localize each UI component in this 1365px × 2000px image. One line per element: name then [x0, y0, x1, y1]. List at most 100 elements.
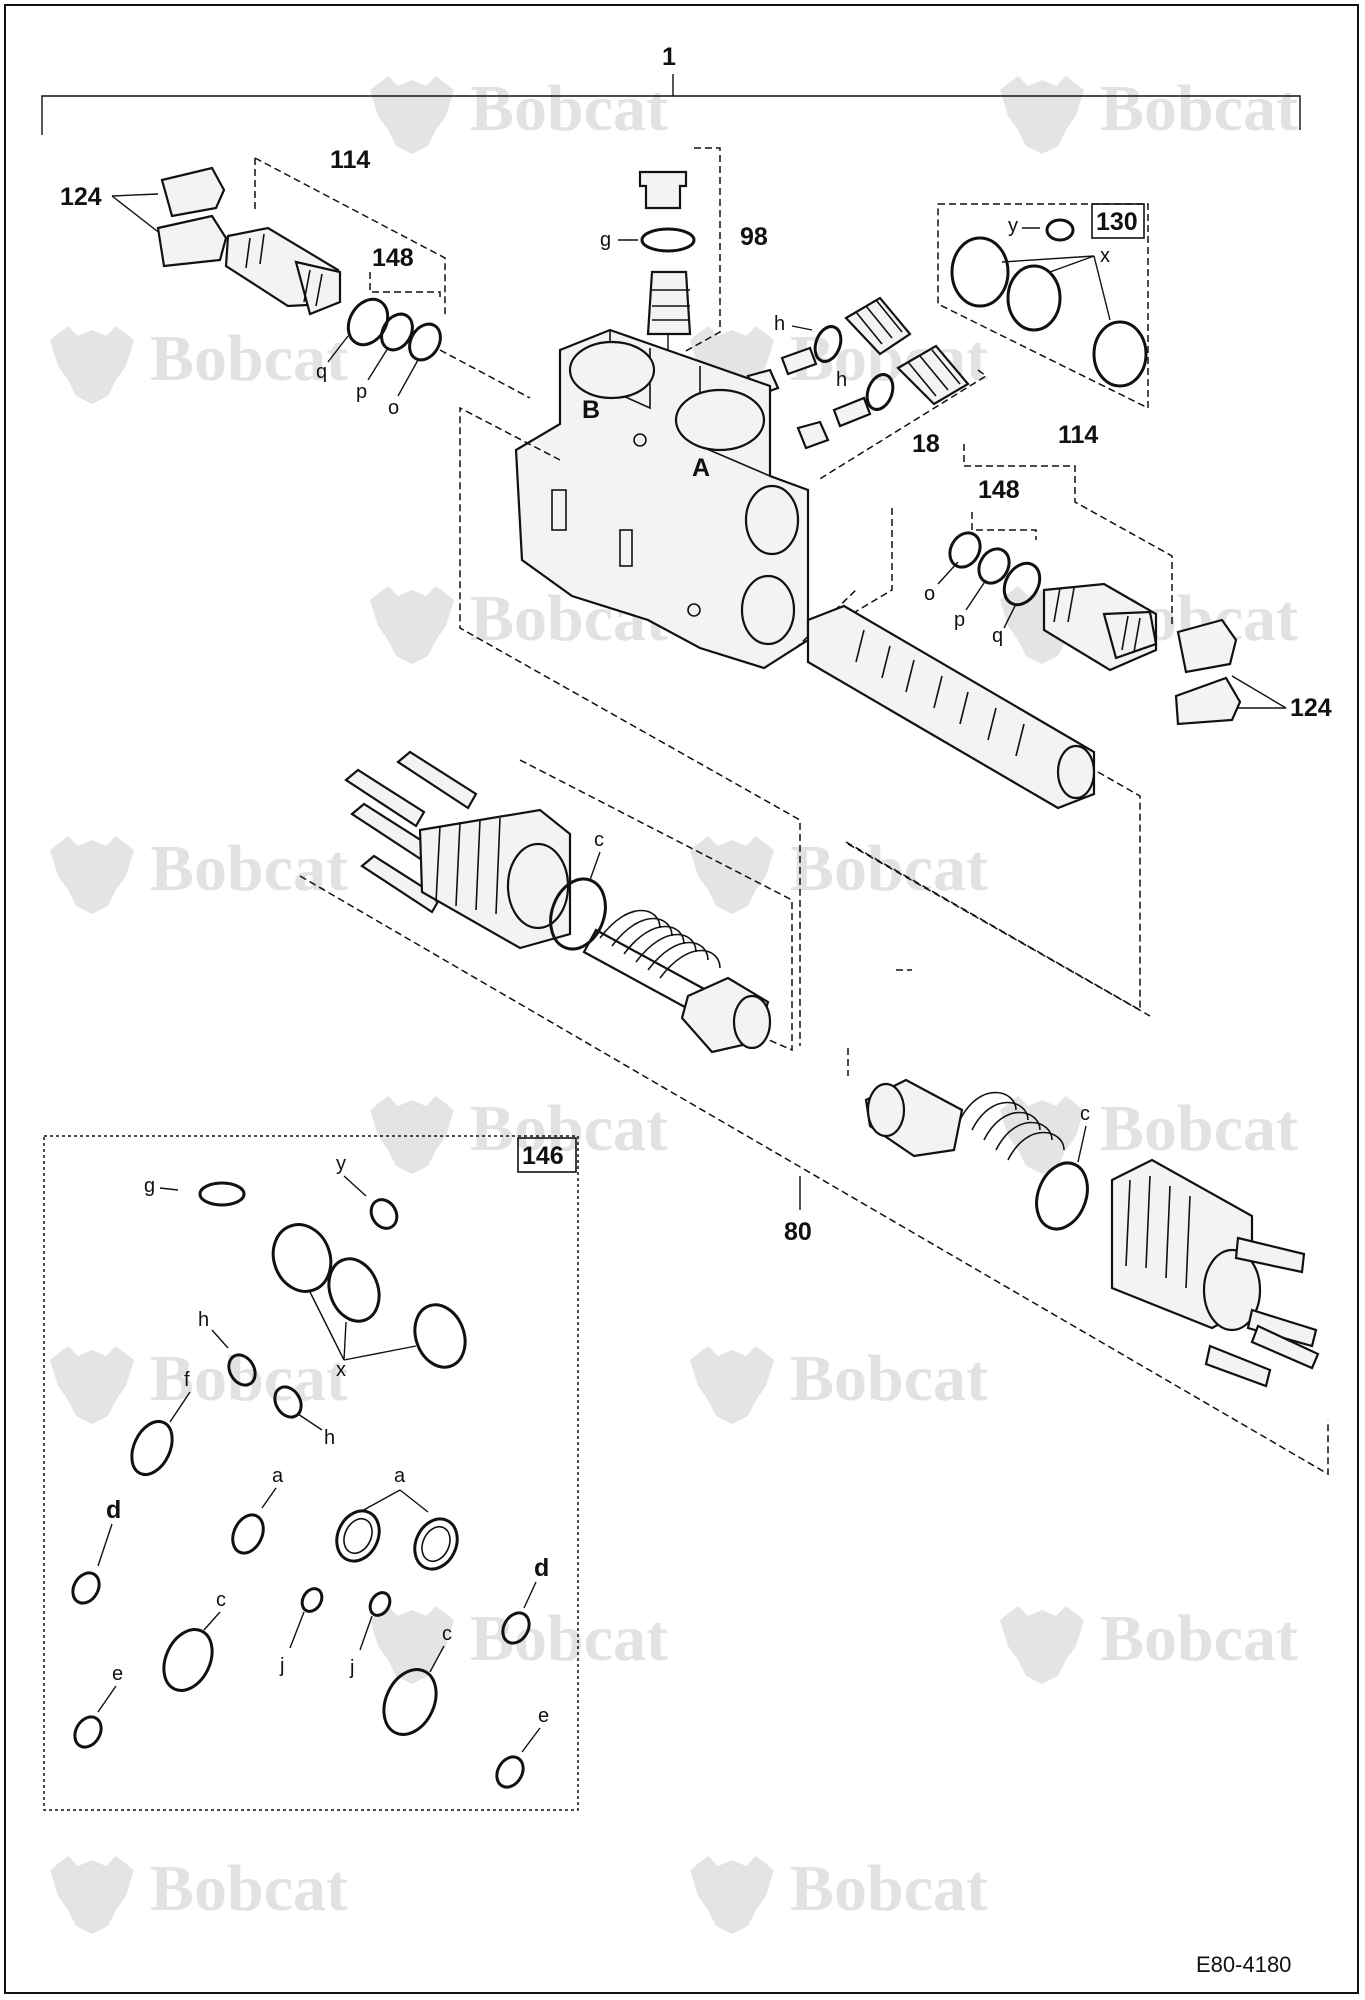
spring-cap-group-right: c: [847, 843, 1320, 1388]
kit-seal-h2: [273, 1385, 303, 1419]
label-assembly: 1: [662, 43, 676, 71]
watermark-text: Bobcat: [150, 1852, 348, 1925]
label-port-a: A: [692, 454, 710, 482]
cap-upper-bottom: [156, 214, 228, 268]
watermark-text: Bobcat: [470, 72, 668, 145]
label-ring-o-upper: o: [388, 397, 399, 419]
ring-h-1: [813, 325, 843, 363]
kit-label-x: x: [336, 1359, 346, 1381]
bobcat-logo-icon: [690, 836, 774, 914]
label-oring-c-right: c: [1080, 1103, 1090, 1125]
seal-g-upper: [640, 227, 696, 253]
kit-seal-e2: [495, 1755, 525, 1789]
label-seal-set-upper: 148: [372, 244, 414, 272]
bobcat-logo-icon: [50, 326, 134, 404]
label-oring-c-left: c: [594, 829, 604, 851]
label-relief-valve-lower: 114: [1058, 421, 1098, 449]
check-plug-1: [844, 296, 912, 356]
watermark-10: Bobcat: [1000, 1092, 1298, 1174]
relief-valve-cartridge-upper: [224, 226, 342, 316]
kit-label-d2: d: [534, 1554, 549, 1582]
ring-h-2: [865, 373, 895, 411]
seal-kit-146-tag: [517, 1137, 577, 1173]
bobcat-logo-icon: [370, 76, 454, 154]
watermark-3: Bobcat: [50, 322, 348, 404]
kit-label-h1: h: [198, 1309, 209, 1331]
label-ring-p-lower: p: [954, 609, 965, 631]
kit-label-a2: a: [394, 1465, 406, 1487]
side-bore-lower: [740, 574, 796, 646]
kit-seal-a1: [231, 1513, 265, 1555]
label-ring-o-lower: o: [924, 583, 935, 605]
bobcat-logo-icon: [50, 1856, 134, 1934]
kit-seal-h1: [227, 1353, 257, 1387]
kit-seal-j2: [368, 1591, 392, 1617]
kit-seal-f: [130, 1420, 174, 1476]
cap-lower-top: [1176, 618, 1238, 674]
watermark-text: Bobcat: [150, 832, 348, 905]
kit-label-g: g: [144, 1175, 155, 1197]
valve-body: B A: [514, 328, 810, 670]
upper-relief-valve-group: 114 124 148 q p o: [60, 146, 531, 419]
side-bore-upper: [744, 484, 800, 556]
label-check-h-2: h: [836, 369, 847, 391]
assembly-bracket: 1: [41, 43, 1301, 135]
spring-cover-left-face: [506, 842, 570, 930]
kit-label-e1: e: [112, 1663, 123, 1685]
watermark-12: Bobcat: [690, 1342, 988, 1424]
label-relief-valve-upper: 114: [330, 146, 370, 174]
label-cap-upper: 124: [60, 183, 102, 211]
label-plug: 98: [740, 223, 768, 251]
ring-o-lower: [948, 531, 982, 569]
spring-seat-left-flange: [732, 994, 772, 1050]
oring-c-left: [549, 877, 607, 951]
bolt-right-3: [1250, 1324, 1320, 1370]
kit-label-h2: h: [324, 1427, 335, 1449]
bobcat-logo-icon: [50, 1346, 134, 1424]
kit-seal-j1: [300, 1587, 324, 1613]
kit-seal-x-2: [327, 1257, 381, 1323]
watermark-9: Bobcat: [370, 1092, 668, 1174]
port-b-bore: [568, 340, 656, 400]
kit-seal-d1: [71, 1571, 101, 1605]
bobcat-logo-icon: [370, 586, 454, 664]
kit-backup-a1: [335, 1509, 381, 1563]
check-spring-1: [780, 346, 818, 376]
kit-label-e2: e: [538, 1705, 549, 1727]
watermark-text: Bobcat: [790, 832, 988, 905]
watermark-text: Bobcat: [790, 1852, 988, 1925]
watermark-15: Bobcat: [50, 1852, 348, 1934]
spring-right: [959, 1091, 1065, 1161]
label-check-valve: 18: [912, 430, 940, 458]
bolt-right-4: [1204, 1344, 1272, 1388]
watermark-text: Bobcat: [470, 1602, 668, 1675]
seal-kit-130: 130 y x: [937, 203, 1149, 410]
watermark-text: Bobcat: [790, 1342, 988, 1415]
bolt-left-1: [396, 750, 478, 810]
kit-seal-e1: [73, 1715, 103, 1749]
seal-x-small-1: [950, 236, 1010, 308]
bolt-right-2: [1246, 1308, 1318, 1348]
kit-label-c1: c: [216, 1589, 226, 1611]
check-valve-group: h h 18: [746, 296, 988, 481]
bobcat-logo-icon: [690, 1856, 774, 1934]
label-port-b: B: [582, 396, 600, 424]
kit-label-f: f: [184, 1369, 190, 1391]
lower-relief-valve-group: 114 148 o p q 124: [797, 421, 1332, 726]
watermark-text: Bobcat: [1100, 1602, 1298, 1675]
kit-backup-a2: [413, 1517, 459, 1571]
kit-label-j2: j: [349, 1657, 354, 1679]
relief-valve-cartridge-lower: [1042, 582, 1158, 672]
watermark-text: Bobcat: [150, 322, 348, 395]
watermark-11: Bobcat: [50, 1342, 348, 1424]
label-seal-kit-small: 130: [1096, 208, 1138, 236]
watermark-7: Bobcat: [50, 832, 348, 914]
label-ring-q-lower: q: [992, 625, 1003, 647]
kit-label-y: y: [336, 1153, 346, 1175]
watermark-text: Bobcat: [470, 1092, 668, 1165]
bobcat-logo-icon: [690, 1346, 774, 1424]
label-ring-p-upper: p: [356, 381, 367, 403]
seal-kit-146: 146 g y x h h f a a d d: [43, 1135, 579, 1811]
watermark-text: Bobcat: [1100, 1092, 1298, 1165]
label-spool-assembly: 80: [784, 1218, 812, 1246]
